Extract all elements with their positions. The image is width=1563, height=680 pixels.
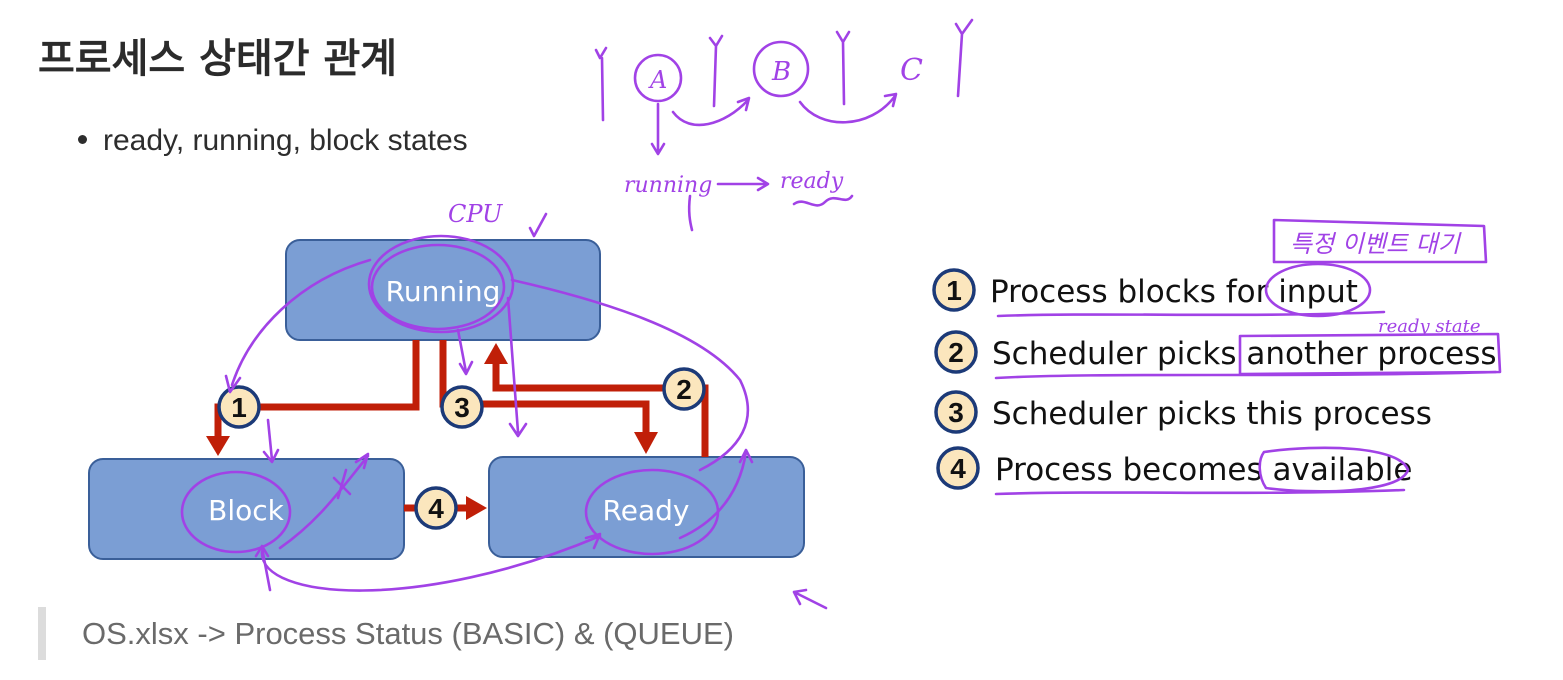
block-label: Block bbox=[208, 494, 285, 527]
arrowhead-running bbox=[484, 343, 508, 364]
annotation-ready-state: ready state bbox=[1378, 316, 1481, 337]
annotation-ready: ready bbox=[780, 169, 844, 194]
queue-letter-b: B bbox=[771, 57, 791, 87]
bullet-text: ready, running, block states bbox=[103, 124, 468, 157]
svg-text:2: 2 bbox=[948, 337, 964, 368]
arrow-running-to-ready bbox=[439, 340, 650, 436]
annotation-running: running bbox=[624, 173, 712, 198]
ready-label: Ready bbox=[603, 494, 690, 527]
bullet-dot bbox=[78, 134, 87, 144]
legend-item-4: 4 Process becomes available bbox=[936, 446, 1412, 490]
quote-text: OS.xlsx -> Process Status (BASIC) & (QUE… bbox=[82, 616, 734, 651]
annotation-cpu: CPU bbox=[448, 200, 503, 228]
running-label: Running bbox=[386, 275, 501, 308]
bullet-item: ready, running, block states bbox=[78, 124, 468, 158]
quote-bar bbox=[38, 607, 46, 660]
legend-text-2: Scheduler picks another process bbox=[992, 336, 1497, 372]
legend-text-1: Process blocks for input bbox=[990, 274, 1358, 310]
handwritten-annotations: A B C running ready CPU bbox=[180, 18, 1502, 610]
legend-text-4: Process becomes available bbox=[995, 452, 1412, 488]
badge-2: 2 bbox=[662, 367, 706, 411]
legend: 1 Process blocks for input 2 Scheduler p… bbox=[932, 268, 1497, 490]
arrowhead-block bbox=[206, 436, 230, 456]
ready-state-box bbox=[488, 456, 805, 558]
svg-text:3: 3 bbox=[948, 397, 964, 428]
arrow-running-to-block bbox=[214, 340, 420, 440]
legend-text-3: Scheduler picks this process bbox=[992, 396, 1432, 432]
badge-1: 1 bbox=[217, 385, 261, 429]
badge-3: 3 bbox=[440, 385, 484, 429]
svg-text:4: 4 bbox=[428, 493, 444, 524]
arrowhead-ready bbox=[634, 432, 658, 454]
queue-letter-a: A bbox=[648, 66, 667, 94]
svg-text:4: 4 bbox=[950, 453, 966, 484]
queue-letter-c: C bbox=[900, 53, 923, 88]
svg-text:2: 2 bbox=[676, 374, 692, 405]
svg-text:1: 1 bbox=[946, 275, 962, 306]
badge-4: 4 bbox=[414, 486, 458, 530]
annotation-korean: 특정 이벤트 대기 bbox=[1290, 230, 1462, 258]
legend-item-3: 3 Scheduler picks this process bbox=[934, 390, 1432, 434]
arrowhead-block-ready bbox=[466, 496, 487, 520]
legend-item-1: 1 Process blocks for input bbox=[932, 268, 1358, 312]
legend-item-2: 2 Scheduler picks another process bbox=[934, 330, 1497, 374]
page-title: 프로세스 상태간 관계 bbox=[38, 36, 398, 82]
arrow-ready-to-running bbox=[492, 362, 709, 457]
svg-text:3: 3 bbox=[454, 392, 470, 423]
svg-text:1: 1 bbox=[231, 392, 247, 423]
